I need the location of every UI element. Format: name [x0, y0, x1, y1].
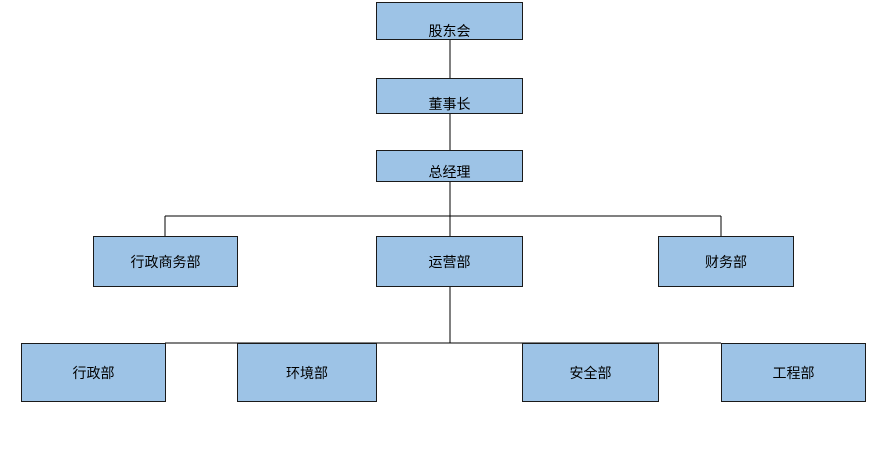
node-engineering: 工程部 — [721, 343, 866, 402]
node-chairman-label: 董事长 — [429, 97, 471, 113]
node-administration: 行政部 — [21, 343, 166, 402]
node-safety-box — [522, 343, 659, 402]
node-admin-business-box — [93, 236, 238, 287]
node-admin-business: 行政商务部 — [93, 236, 238, 287]
node-shareholders-label: 股东会 — [429, 24, 471, 40]
node-finance-label: 财务部 — [705, 255, 747, 271]
node-operations-label: 运营部 — [429, 255, 471, 271]
node-administration-box — [21, 343, 166, 402]
node-chairman: 董事长 — [376, 78, 523, 114]
node-engineering-label: 工程部 — [773, 366, 815, 382]
node-shareholders-box — [376, 2, 523, 40]
node-safety: 安全部 — [522, 343, 659, 402]
node-environment: 环境部 — [237, 343, 377, 402]
node-admin-business-label: 行政商务部 — [131, 255, 201, 271]
node-safety-label: 安全部 — [570, 365, 612, 382]
node-shareholders: 股东会 — [376, 2, 523, 40]
node-environment-label: 环境部 — [286, 366, 328, 382]
node-finance: 财务部 — [658, 236, 794, 287]
node-administration-label: 行政部 — [73, 366, 115, 382]
node-engineering-box — [721, 343, 866, 402]
node-general-manager: 总经理 — [376, 150, 523, 182]
node-operations-box — [376, 236, 523, 287]
node-environment-box — [237, 343, 377, 402]
node-operations: 运营部 — [376, 236, 523, 287]
node-finance-box — [658, 236, 794, 287]
node-chairman-box — [376, 78, 523, 114]
node-general-manager-label: 总经理 — [429, 165, 471, 181]
node-general-manager-box — [376, 150, 523, 182]
